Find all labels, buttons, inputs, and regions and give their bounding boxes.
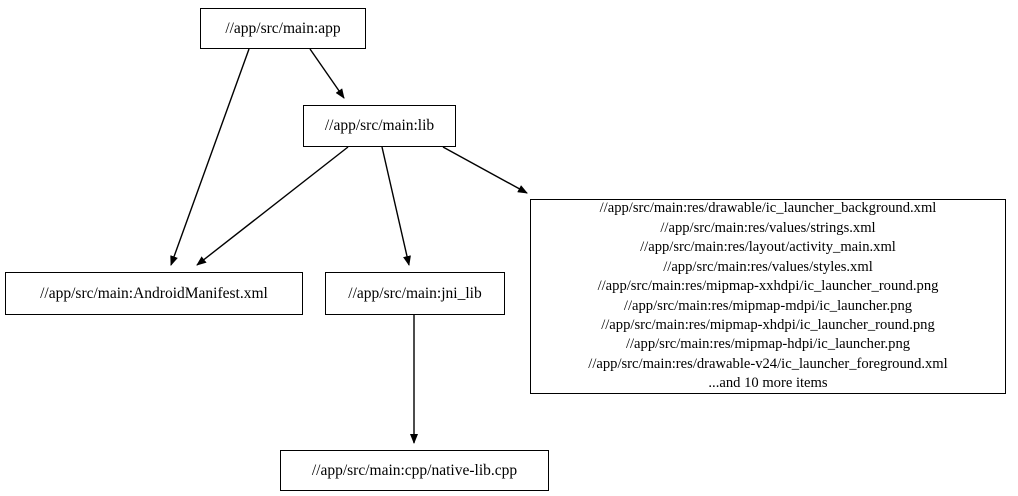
node-jni-lib[interactable]: //app/src/main:jni_lib <box>325 272 505 315</box>
node-lib-label: //app/src/main:lib <box>324 117 435 135</box>
edge-app-to-lib <box>309 48 345 99</box>
edge-lib-to-manifest <box>196 146 349 266</box>
node-app[interactable]: //app/src/main:app <box>200 8 366 49</box>
edge-app-to-manifest <box>170 48 250 266</box>
node-native-lib-cpp[interactable]: //app/src/main:cpp/native-lib.cpp <box>280 450 549 491</box>
node-native-lib-cpp-label: //app/src/main:cpp/native-lib.cpp <box>311 461 518 479</box>
node-jni-lib-label: //app/src/main:jni_lib <box>348 284 482 302</box>
node-android-manifest[interactable]: //app/src/main:AndroidManifest.xml <box>5 272 303 315</box>
edge-lib-to-jni-lib <box>381 146 411 266</box>
node-android-manifest-label: //app/src/main:AndroidManifest.xml <box>40 284 268 302</box>
node-lib[interactable]: //app/src/main:lib <box>303 105 456 147</box>
node-resources-list-label: //app/src/main:res/drawable/ic_launcher_… <box>588 200 948 392</box>
edge-lib-to-resources <box>442 146 528 194</box>
node-resources-list[interactable]: //app/src/main:res/drawable/ic_launcher_… <box>530 199 1006 394</box>
node-app-label: //app/src/main:app <box>225 19 341 37</box>
